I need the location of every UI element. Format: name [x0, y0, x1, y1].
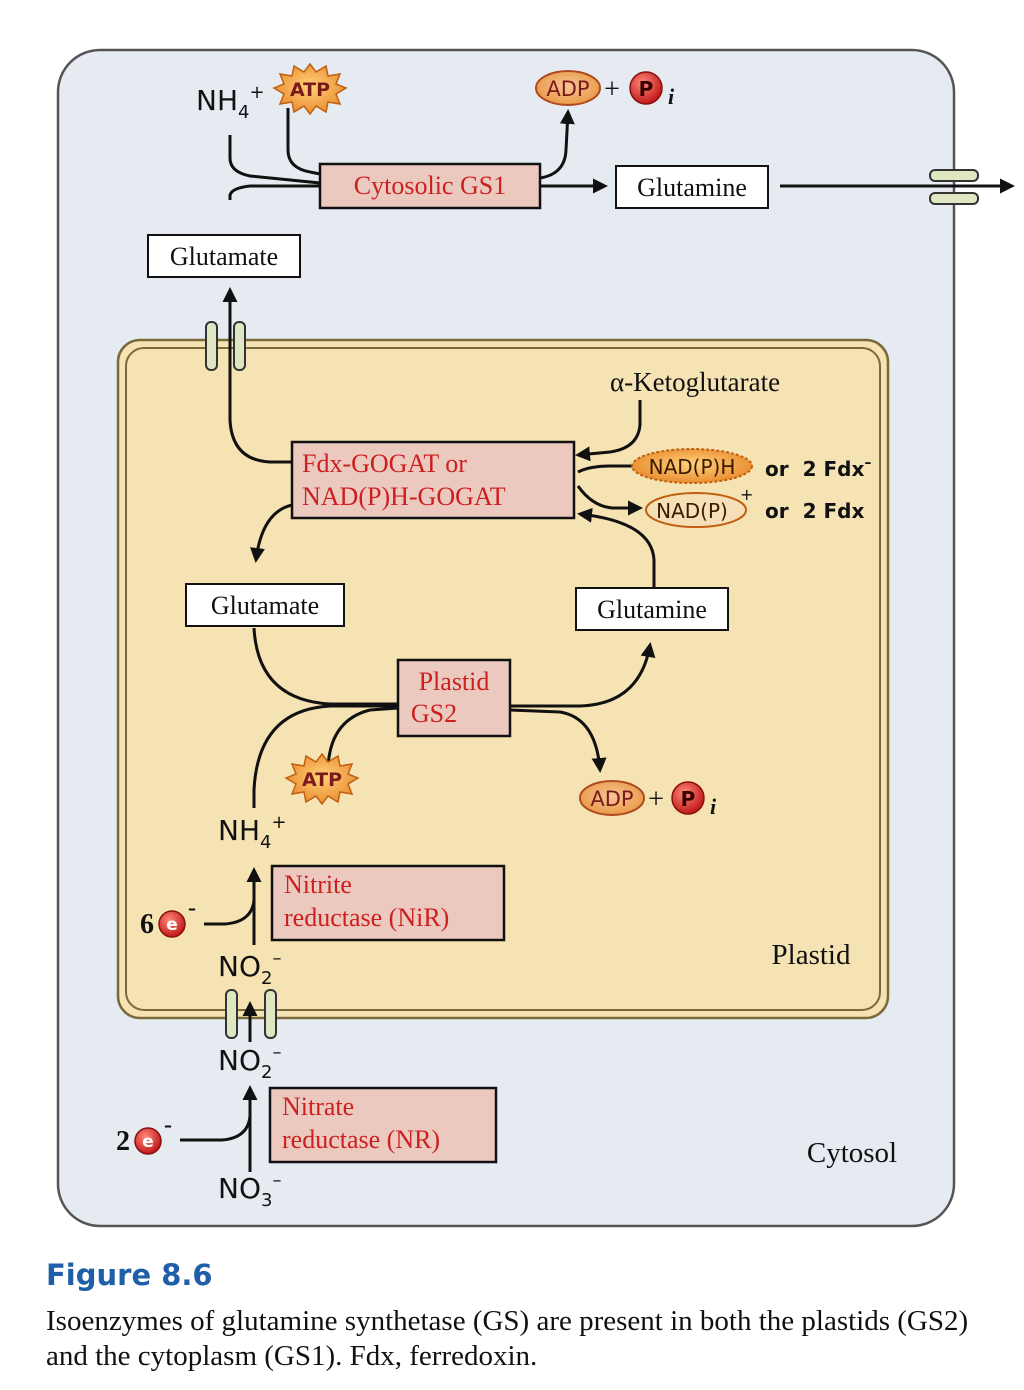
- nadph-to-gogat-line: [577, 464, 640, 474]
- nh4-to-gs2-line: [252, 704, 398, 808]
- gogat-to-export-line: [228, 415, 292, 464]
- svg-text:ATP: ATP: [290, 79, 330, 101]
- nitrate-reductase-enzyme: Nitrate reductase (NR): [268, 1086, 498, 1164]
- svg-text:ATP: ATP: [302, 769, 342, 791]
- plastid-inner-membrane: [125, 347, 881, 1011]
- gogat-to-glutamate-arrow: [250, 503, 293, 563]
- glutamine-plastid-box: Glutamine: [575, 587, 729, 631]
- nh4-cytosol-label: NH4+: [196, 82, 265, 123]
- svg-text:+: +: [604, 74, 620, 105]
- gogat-enzyme: Fdx-GOGAT or NAD(P)H-GOGAT: [290, 440, 576, 520]
- glutamate-plastid-box: Glutamate: [185, 583, 345, 627]
- glutamate-transporter-icon: [205, 321, 246, 371]
- glutamate-to-gs1-line: [228, 184, 330, 200]
- cytosolic-gs1-enzyme: Cytosolic GS1: [318, 162, 542, 210]
- svg-text:+: +: [740, 485, 753, 504]
- no2-plastid-label: NO2–: [218, 948, 281, 989]
- gs1-to-adp-arrow: [539, 109, 575, 180]
- svg-text:+: +: [648, 784, 664, 815]
- glutamate-to-gs2-line: [252, 627, 398, 706]
- ketoglutarate-to-gogat-arrow: [575, 400, 642, 462]
- gogat-to-nadp-arrow: [576, 485, 643, 516]
- svg-text:GS2: GS2: [411, 699, 457, 728]
- electron-icon: [158, 910, 186, 938]
- glutamate-cytosol-box: Glutamate: [147, 234, 301, 278]
- plastid-label: Plastid: [772, 939, 851, 971]
- svg-text:Glutamine: Glutamine: [597, 595, 707, 624]
- svg-text:Glutamate: Glutamate: [211, 591, 319, 620]
- no3-label: NO3–: [218, 1170, 281, 1211]
- nadp-cofactor-icon: NAD(P) +: [645, 485, 753, 528]
- svg-text:Fdx-GOGAT or: Fdx-GOGAT or: [302, 449, 467, 478]
- glutamine-to-gogat-arrow: [577, 507, 656, 588]
- svg-text:6: 6: [140, 909, 154, 940]
- svg-text:NAD(P): NAD(P): [656, 499, 728, 523]
- gs2-to-adp-arrow: [509, 708, 607, 773]
- figure-caption: Isoenzymes of glutamine synthetase (GS) …: [46, 1305, 969, 1372]
- electron-icon: [134, 1127, 162, 1155]
- nitrogen-assimilation-diagram: Cytosol Plastid NH4+ ATP: [56, 48, 1015, 1228]
- nitrite-transporter-icon: [225, 989, 277, 1039]
- atp-to-gs2-line: [326, 706, 399, 769]
- svg-text:–: –: [164, 1116, 172, 1135]
- two-electrons-group: 2 e –: [116, 1116, 172, 1157]
- figure-title: Figure 8.6: [46, 1258, 213, 1292]
- glutamine-cytosol-box: Glutamine: [615, 165, 769, 209]
- nh4-to-gs1-line: [228, 135, 331, 186]
- svg-text:Glutamate: Glutamate: [170, 242, 278, 271]
- cytosol-label: Cytosol: [807, 1137, 897, 1169]
- atp-plastid-icon: ATP: [284, 752, 360, 806]
- svg-text:Cytosolic GS1: Cytosolic GS1: [354, 171, 506, 200]
- svg-text:reductase (NR): reductase (NR): [282, 1125, 440, 1154]
- svg-text:Glutamine: Glutamine: [637, 173, 747, 202]
- no2-cytosol-label: NO2–: [218, 1042, 281, 1083]
- electrons-to-nr-line: [180, 1115, 252, 1142]
- svg-text:ADP: ADP: [590, 787, 633, 811]
- svg-text:Nitrate: Nitrate: [282, 1092, 354, 1121]
- adp-pi-cytosol-group: ADP + P i: [535, 70, 675, 109]
- svg-text:i: i: [668, 84, 675, 109]
- ketoglutarate-label: α-Ketoglutarate: [610, 367, 780, 397]
- gs2-to-glutamine-arrow: [510, 642, 656, 708]
- nadph-cofactor-icon: NAD(P)H: [631, 448, 753, 484]
- nitrite-reductase-enzyme: Nitrite reductase (NiR): [270, 864, 506, 942]
- svg-text:ADP: ADP: [546, 77, 589, 101]
- svg-text:Nitrite: Nitrite: [284, 870, 352, 899]
- svg-text:P: P: [639, 77, 654, 101]
- svg-text:Plastid: Plastid: [419, 667, 490, 696]
- svg-text:reductase (NiR): reductase (NiR): [284, 903, 449, 932]
- glutamine-export-transporter-icon: [929, 169, 979, 205]
- svg-text:e: e: [166, 915, 178, 935]
- atp-cytosol-icon: ATP: [272, 62, 348, 116]
- atp-to-gs1-line: [286, 108, 331, 178]
- nh4-plastid-label: NH4+: [218, 812, 287, 853]
- plastid-gs2-enzyme: Plastid GS2: [396, 658, 512, 738]
- adp-pi-plastid-group: ADP + P i: [579, 780, 717, 819]
- svg-text:P: P: [681, 787, 696, 811]
- six-electrons-group: 6 e –: [140, 899, 196, 940]
- svg-text:e: e: [142, 1132, 154, 1152]
- electrons-to-nir-line: [204, 899, 256, 926]
- svg-text:2: 2: [116, 1126, 130, 1157]
- svg-text:NAD(P)H: NAD(P)H: [649, 455, 736, 479]
- svg-text:i: i: [710, 794, 717, 819]
- svg-text:–: –: [188, 899, 196, 918]
- svg-text:NAD(P)H-GOGAT: NAD(P)H-GOGAT: [302, 482, 506, 511]
